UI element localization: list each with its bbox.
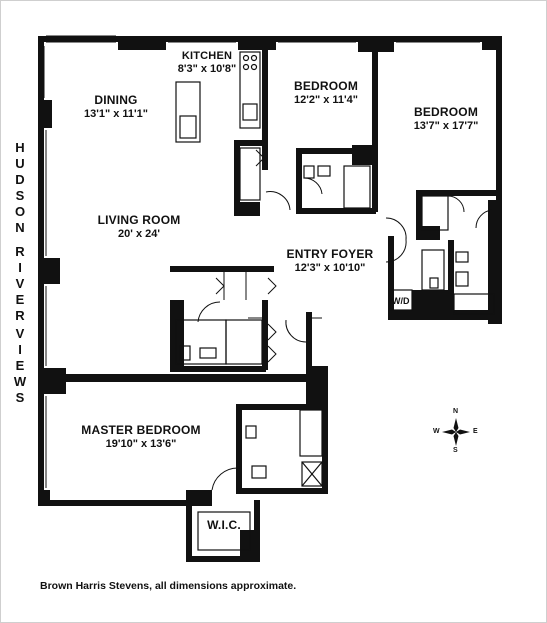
entry-foyer-label: ENTRY FOYER 12'3" x 10'10" [286,247,374,274]
living-room-label: LIVING ROOM 20' x 24' [97,213,181,240]
door-swings [197,149,493,491]
washer-dryer-label: W/D [392,296,410,306]
bedroom-2-label: BEDROOM 13'7" x 17'7" [413,105,479,132]
compass-rose [442,418,470,446]
bedroom-1-label: BEDROOM 12'2" x 11'4" [293,79,359,106]
windows [43,35,499,488]
compass-south: S [453,447,458,454]
credit-line: Brown Harris Stevens, all dimensions app… [40,580,297,592]
wic-label: W.I.C. [207,518,241,532]
kitchen-fixtures [175,51,261,143]
kitchen-label: KITCHEN 8'3" x 10'8" [177,50,237,75]
compass-east: E [473,428,478,435]
dining-label: DINING 13'1" x 11'1" [84,93,148,120]
compass-west: W [433,428,440,435]
bath-fixtures [175,147,495,551]
master-bedroom-label: MASTER BEDROOM 19'10" x 13'6" [81,423,201,450]
walls [38,36,502,562]
compass-north: N [453,408,459,415]
